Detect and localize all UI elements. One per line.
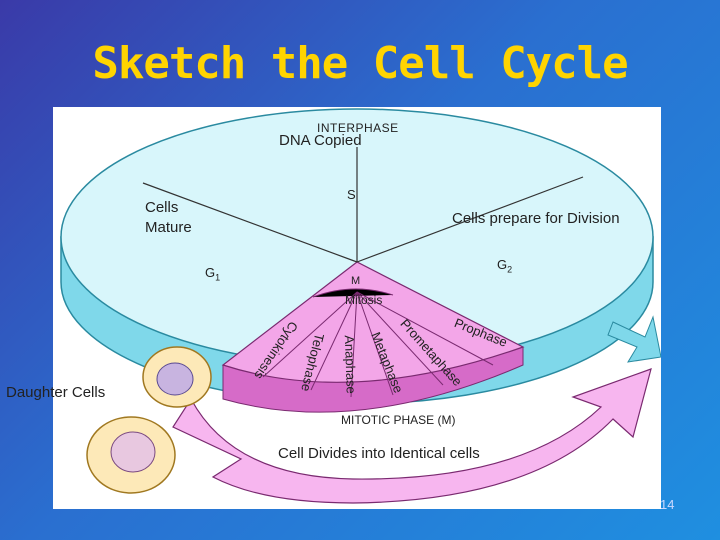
- slide-number: 14: [660, 497, 675, 512]
- mitosis-label: Mitosis: [345, 293, 383, 307]
- daughter-cell-1: [142, 346, 212, 408]
- cells-mature-note: Cells Mature: [145, 198, 192, 238]
- g1-label: G1: [205, 265, 221, 283]
- slide-title: Sketch the Cell Cycle: [92, 38, 628, 89]
- sector-lines: [142, 147, 584, 263]
- cells-mature-line1: Cells: [145, 199, 179, 216]
- cycle-arrow: [172, 368, 652, 504]
- mitotic-phase-label: MITOTIC PHASE (M): [341, 413, 456, 427]
- g2-label: G2: [497, 257, 513, 275]
- mitotic-wedge: [221, 261, 525, 383]
- m-label: M: [351, 275, 361, 287]
- phase-label-anaphase: Anaphase: [341, 334, 359, 395]
- dna-copied-note: DNA Copied: [279, 132, 362, 149]
- s-label: S: [347, 187, 356, 202]
- cells-prepare-note: Cells prepare for Division: [452, 210, 620, 227]
- cells-mature-line2: Mature: [145, 219, 192, 236]
- side-arrow: [607, 315, 661, 363]
- cell-divides-note: Cell Divides into Identical cells: [278, 445, 480, 462]
- cell-cycle-diagram: INTERPHASE S G1 G2 M Mitosis MITOTIC PHA…: [53, 107, 661, 509]
- phase-dividers: [262, 288, 494, 398]
- daughter-cell-2: [86, 416, 176, 494]
- daughter-cells-note: Daughter Cells: [6, 384, 106, 401]
- interphase-label: INTERPHASE: [317, 121, 399, 135]
- cell-cycle-svg: [60, 108, 661, 504]
